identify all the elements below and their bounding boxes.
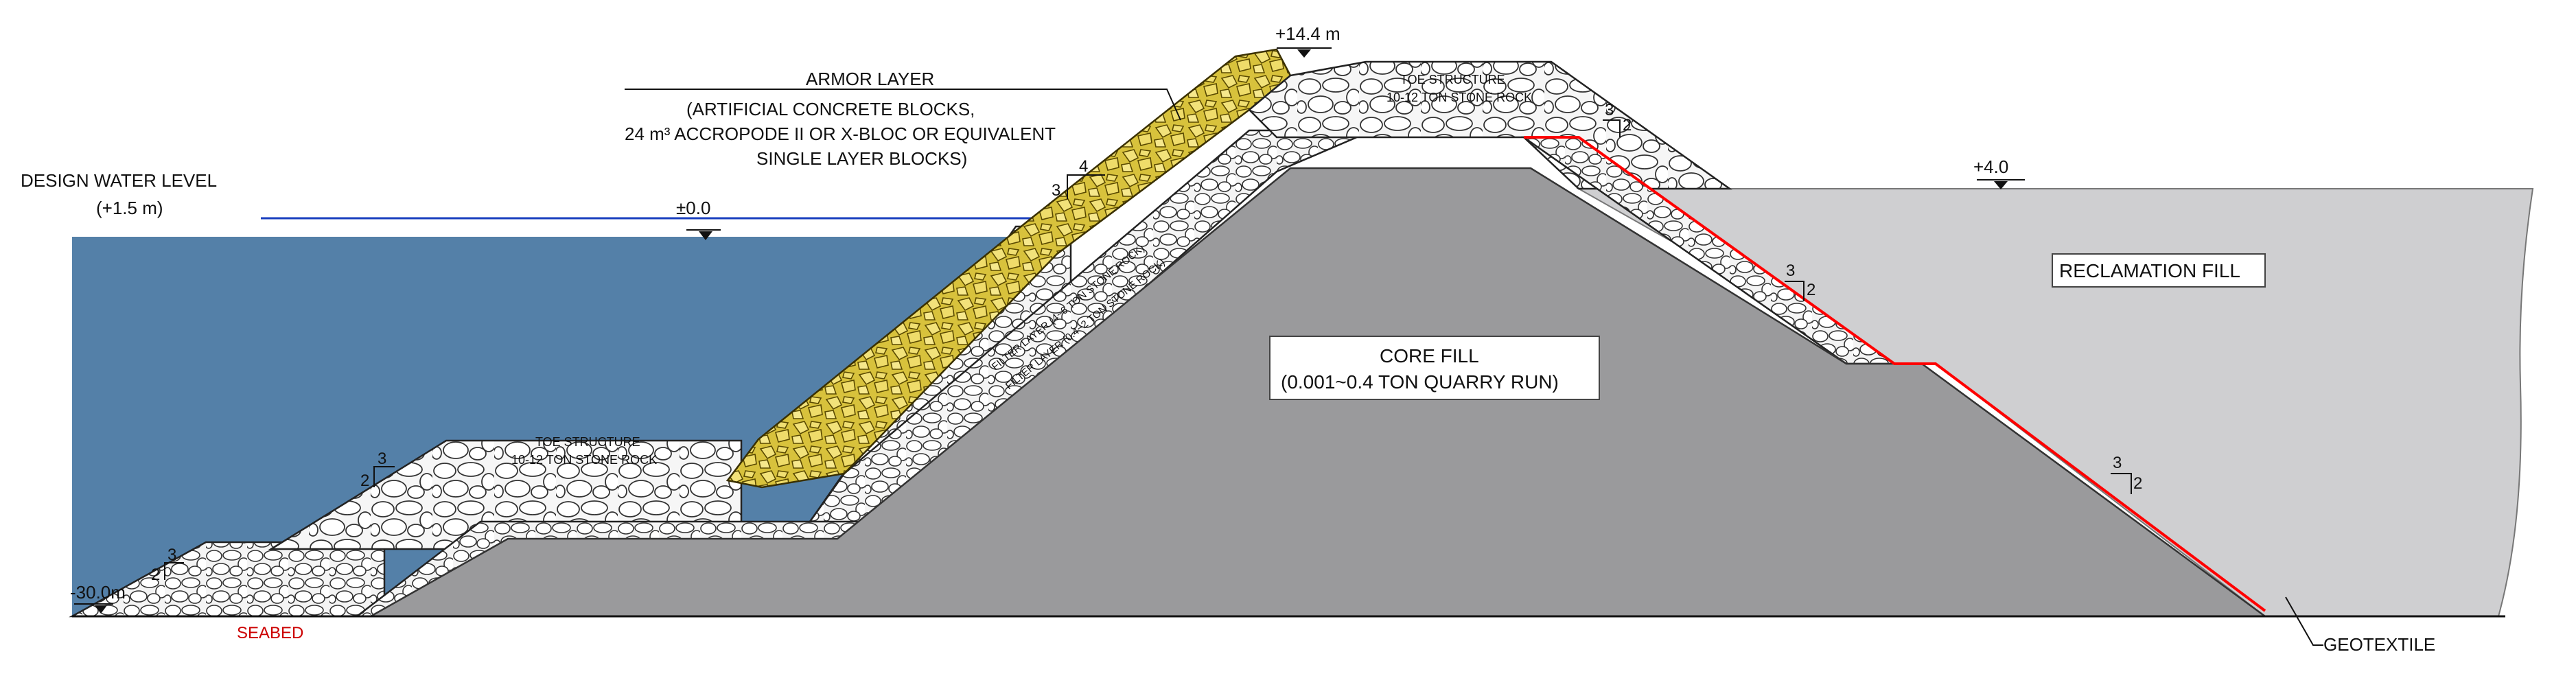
svg-text:2: 2 [2133,474,2142,493]
core-label-box [1269,336,1600,400]
svg-text:3: 3 [1605,101,1614,119]
armor-leader [625,89,1181,121]
core-fill-title: CORE FILL [1380,345,1479,366]
design-water-level-label: DESIGN WATER LEVEL [21,170,217,191]
svg-text:3: 3 [378,450,386,468]
reclamation-fill [1576,188,2534,617]
design-water-level-value: (+1.5 m) [96,198,163,218]
toe-lower-title: TOE STRUCTURE [535,435,640,449]
core-fill-spec: (0.001~0.4 TON QUARRY RUN) [1281,371,1559,393]
slope-armor: 4 3 [1052,157,1105,200]
crest-level-label: +14.4 m [1275,23,1341,44]
svg-text:2: 2 [1807,281,1815,299]
slope-lower-toe: 3 2 [360,450,395,490]
svg-text:3: 3 [167,546,176,564]
reclamation-label-box [2052,253,2266,288]
armor-line-2: 24 m³ ACCROPODE II OR X-BLOC OR EQUIVALE… [625,124,1056,144]
crest-rock [1248,60,1732,190]
fill-level-marker: +4.0 [1973,156,2025,189]
slope-outer: 3 2 [2111,454,2142,494]
seabed-level-label: -30.0m [70,582,126,603]
reclamation-label: RECLAMATION FILL [2059,260,2240,281]
svg-text:4: 4 [1079,157,1088,176]
slope-inner: 3 2 [1785,261,1815,301]
geotextile-label: GEOTEXTILE [2323,634,2435,655]
fill-level-label: +4.0 [1973,156,2008,177]
slope-crest-back: 3 2 [1603,101,1632,137]
svg-text:2: 2 [1623,116,1632,135]
toe-upper-title: TOE STRUCTURE [1400,73,1505,86]
slope-seabed-toe: 3 2 [151,546,184,584]
svg-text:3: 3 [1786,261,1795,280]
svg-text:3: 3 [2113,454,2122,472]
svg-text:2: 2 [151,566,160,584]
geotextile-line [1524,136,2266,612]
crest-level-marker: +14.4 m [1275,23,1341,58]
geotextile-leader [2285,596,2323,646]
toe-upper-spec: 10-12 TON STONE ROCK [1386,91,1532,104]
armor-line-1: (ARTIFICIAL CONCRETE BLOCKS, [686,99,975,119]
seabed-level-marker: -30.0m [70,582,126,614]
zero-level-label: ±0.0 [676,198,710,218]
seabed-label: SEABED [237,624,303,642]
svg-text:3: 3 [1052,181,1060,200]
armor-line-3: SINGLE LAYER BLOCKS) [756,148,967,169]
armor-title: ARMOR LAYER [806,69,934,89]
svg-text:2: 2 [360,471,369,490]
zero-level-marker: ±0.0 [676,198,721,240]
toe-lower-spec: 10-12 TON STONE ROCK [511,453,657,467]
